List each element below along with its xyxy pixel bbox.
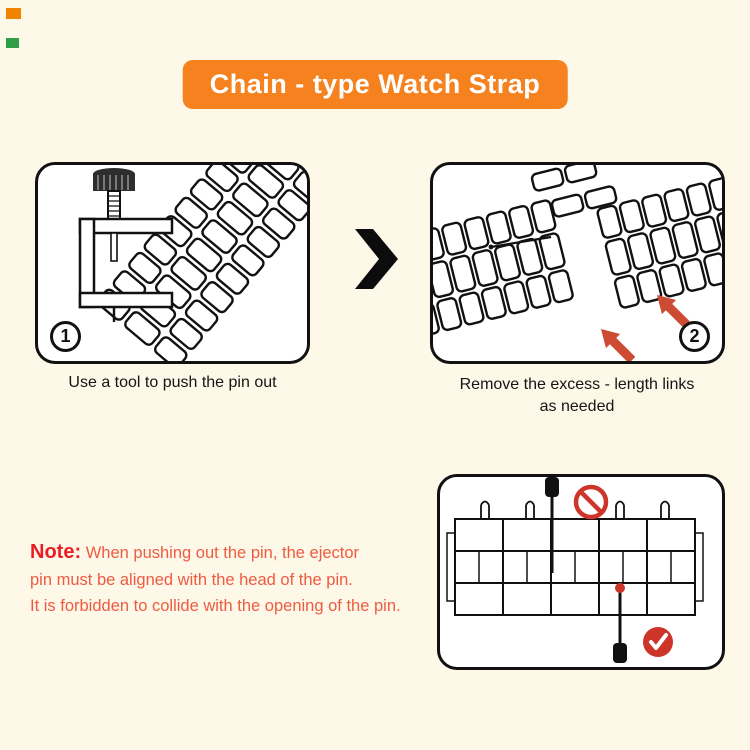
note-text-2: pin must be aligned with the head of the… [30,571,353,589]
pin-alignment-diagram [446,477,704,663]
red-arrow-icon [657,295,692,330]
page-title: Chain - type Watch Strap [209,69,541,99]
red-arrow-icon [601,329,636,361]
step-1-caption: Use a tool to push the pin out [68,374,277,391]
chevron-right-icon [355,229,398,289]
bracelet-left-segment [433,198,575,338]
title-banner: Chain - type Watch Strap [182,60,568,109]
note-line-1: Note: When pushing out the pin, the ejec… [30,537,480,568]
orange-swatch-mark [6,8,21,19]
push-pin-tool-illustration [78,165,307,361]
removed-link-pair [530,165,598,192]
check-icon [643,627,673,657]
removed-link-pair [550,185,618,218]
ejector-pin-top [545,477,559,573]
step-2-badge: 2 [679,321,710,352]
step-2-caption: Remove the excess - length links as need… [459,376,695,416]
pin-alignment-panel [437,474,725,670]
step-1-badge: 1 [50,321,81,352]
spring-pins [480,500,670,519]
step-2-panel: 2 [430,162,725,364]
ejector-pin-bottom [613,583,627,663]
link-remover-tool [78,168,174,322]
bracelet-cross-section [446,518,704,616]
remove-links-illustration [433,165,722,361]
note-label: Note: [30,541,82,563]
green-swatch-mark [6,38,19,48]
note-text-3: It is forbidden to collide with the open… [30,596,401,615]
step-1-panel: 1 [35,162,310,364]
prohibition-icon [573,484,609,520]
loose-pin [488,235,552,250]
note-text-1: When pushing out the pin, the ejector [85,544,360,562]
note-block: Note: When pushing out the pin, the ejec… [30,537,480,619]
watch-bracelet [95,165,307,361]
